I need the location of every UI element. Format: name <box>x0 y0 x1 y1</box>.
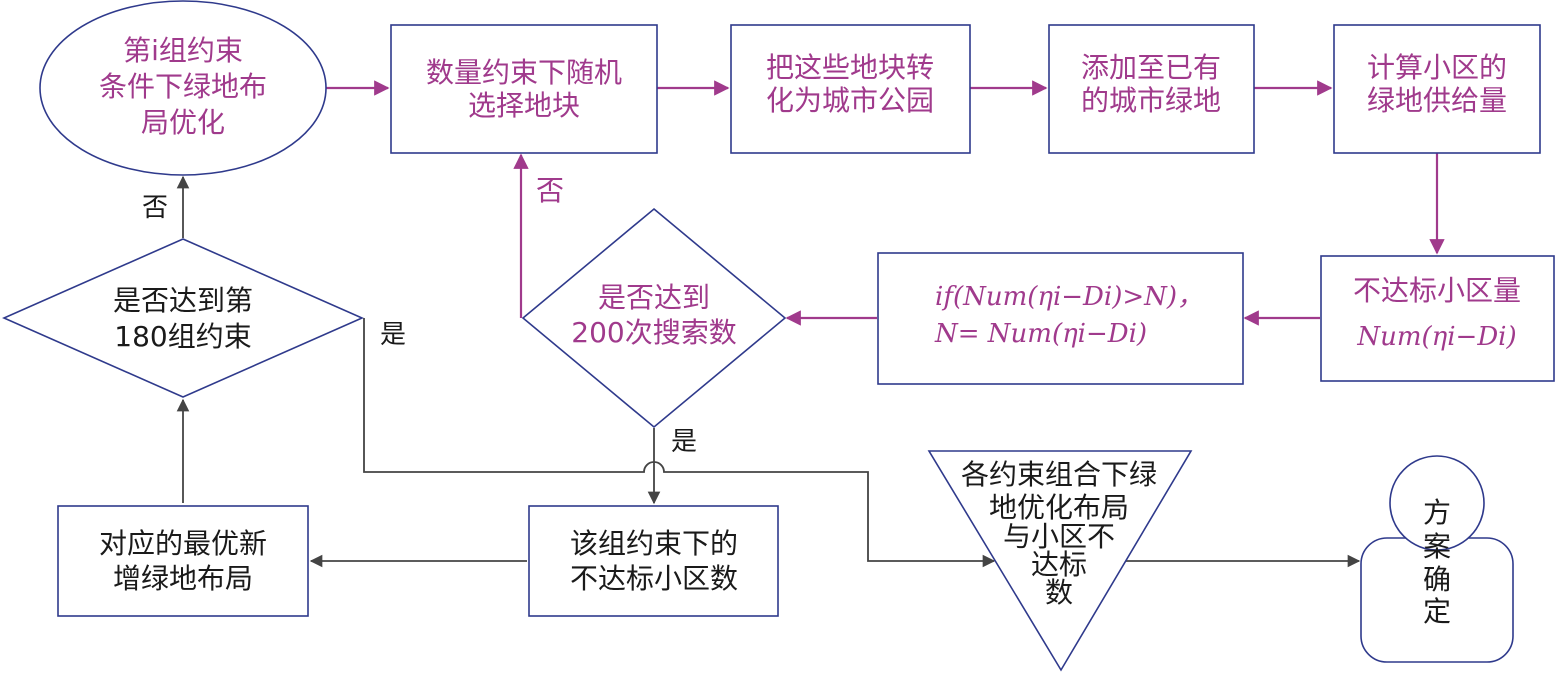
final-plan-circle <box>1389 455 1485 551</box>
triangle-line5: 数 <box>1045 576 1073 609</box>
start-ellipse-line1: 第i组约束 <box>123 34 243 67</box>
start-ellipse <box>39 0 327 176</box>
calc-supply-line2: 绿地供给量 <box>1367 84 1507 117</box>
label-no-200: 否 <box>536 174 564 207</box>
decision-200-line2: 200次搜索数 <box>571 316 736 349</box>
convert-parks-line2: 化为城市公园 <box>766 84 934 117</box>
start-ellipse-line3: 局优化 <box>141 106 225 139</box>
substandard-count-formula: Num(ηi−Di) <box>1356 322 1516 352</box>
condition-line1: if(Num(ηi−Di)>N)， <box>935 282 1203 312</box>
arrow-decision180-yes-to-triangle <box>363 318 996 568</box>
final-plan-char3: 确 <box>1423 563 1451 596</box>
group-substandard-line1: 该组约束下的 <box>570 527 738 560</box>
final-plan-char4: 定 <box>1423 595 1451 628</box>
label-yes-200: 是 <box>671 427 697 457</box>
condition-line2: N= Num(ηi−Di) <box>934 319 1147 349</box>
triangle-node <box>927 450 1193 672</box>
convert-parks-box <box>730 24 971 154</box>
calc-supply-line1: 计算小区的 <box>1367 51 1507 84</box>
substandard-count-title: 不达标小区量 <box>1353 274 1521 307</box>
condition-box <box>877 252 1244 385</box>
best-layout-box <box>57 505 309 617</box>
triangle-line4: 达标 <box>1031 548 1087 581</box>
select-plots-box <box>390 24 658 154</box>
decision-180-diamond <box>2 238 364 398</box>
best-layout-line1: 对应的最优新 <box>99 527 267 560</box>
add-existing-line1: 添加至已有 <box>1081 51 1221 84</box>
start-ellipse-line2: 条件下绿地布 <box>99 70 267 103</box>
decision-200-line1: 是否达到 <box>598 281 710 314</box>
select-plots-line2: 选择地块 <box>468 89 580 122</box>
add-existing-line2: 的城市绿地 <box>1081 84 1221 117</box>
add-existing-box <box>1048 24 1255 154</box>
select-plots-line1: 数量约束下随机 <box>426 56 622 89</box>
best-layout-line2: 增绿地布局 <box>113 562 253 595</box>
substandard-count-box <box>1320 255 1555 382</box>
triangle-line3: 与小区不 <box>1003 520 1115 553</box>
calc-supply-box <box>1333 24 1541 154</box>
decision-200-diamond <box>521 207 787 429</box>
label-no-180: 否 <box>142 193 168 223</box>
convert-parks-line1: 把这些地块转 <box>766 51 934 84</box>
final-plan-char1: 方 <box>1423 496 1451 529</box>
group-substandard-line2: 不达标小区数 <box>570 562 738 595</box>
decision-180-line2: 180组约束 <box>114 320 251 353</box>
group-substandard-box <box>528 505 779 617</box>
final-plan-char2: 案 <box>1423 530 1451 563</box>
label-yes-180: 是 <box>380 320 406 350</box>
triangle-line2: 地优化布局 <box>989 491 1129 524</box>
decision-180-line1: 是否达到第 <box>113 284 253 317</box>
triangle-line1: 各约束组合下绿 <box>961 458 1157 491</box>
